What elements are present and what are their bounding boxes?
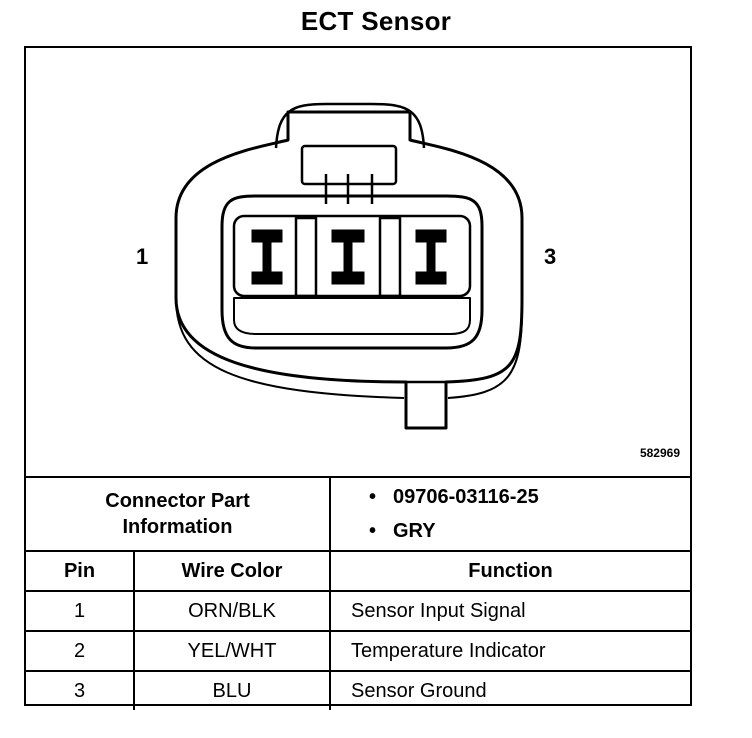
header-wire-color: Wire Color <box>133 550 331 592</box>
connector-info-values: • 09706-03116-25 • GRY <box>329 476 690 552</box>
bullet-icon: • <box>369 486 377 508</box>
page-title: ECT Sensor <box>300 6 452 36</box>
cell-wire-color: ORN/BLK <box>133 590 331 632</box>
header-pin: Pin <box>26 550 135 592</box>
table-row: 2 YEL/WHT Temperature Indicator <box>26 630 690 672</box>
pin-label-right: 3 <box>544 244 557 269</box>
latch-outline <box>274 102 426 149</box>
cell-pin: 3 <box>26 670 135 710</box>
figure-id: 582969 <box>639 446 680 460</box>
connector-housing-shadow <box>175 297 523 399</box>
table-header-row: Pin Wire Color Function <box>26 550 690 592</box>
connector-diagram: 1 3 582969 <box>26 48 690 476</box>
cavity-lock-bar <box>233 297 471 335</box>
connector-part-number: • 09706-03116-25 <box>369 480 690 514</box>
cell-function: Sensor Ground <box>329 670 690 710</box>
connector-color-text: GRY <box>393 520 436 542</box>
connector-color: • GRY <box>369 514 690 548</box>
pinout-panel: 1 3 582969 Connector Part Information • 0… <box>24 46 692 710</box>
terminal-2 <box>331 229 365 285</box>
cell-wire-color: BLU <box>133 670 331 710</box>
cell-wire-color: YEL/WHT <box>133 630 331 672</box>
connector-housing-outer <box>174 110 524 430</box>
cavity-divider-1 <box>294 216 318 298</box>
cell-pin: 2 <box>26 630 135 672</box>
cavity-frame <box>232 214 472 298</box>
table-row: 1 ORN/BLK Sensor Input Signal <box>26 590 690 632</box>
terminal-1 <box>251 229 283 285</box>
connector-inner-face <box>220 194 484 350</box>
pinout-table: Connector Part Information • 09706-03116-… <box>26 476 690 710</box>
cell-function: Temperature Indicator <box>329 630 690 672</box>
connector-part-number-text: 09706-03116-25 <box>393 486 539 508</box>
cavity-divider-2 <box>378 216 402 298</box>
cell-function: Sensor Input Signal <box>329 590 690 632</box>
terminal-3 <box>415 229 447 285</box>
pin-label-left: 1 <box>136 244 149 269</box>
cell-pin: 1 <box>26 590 135 632</box>
connector-info-row: Connector Part Information • 09706-03116-… <box>26 476 690 552</box>
connector-face-illustration <box>174 102 524 430</box>
connector-info-label: Connector Part Information <box>26 476 331 552</box>
table-row: 3 BLU Sensor Ground <box>26 670 690 710</box>
bullet-icon: • <box>369 520 377 542</box>
connector-info-label-text: Connector Part Information <box>105 490 250 538</box>
header-function: Function <box>329 550 690 592</box>
